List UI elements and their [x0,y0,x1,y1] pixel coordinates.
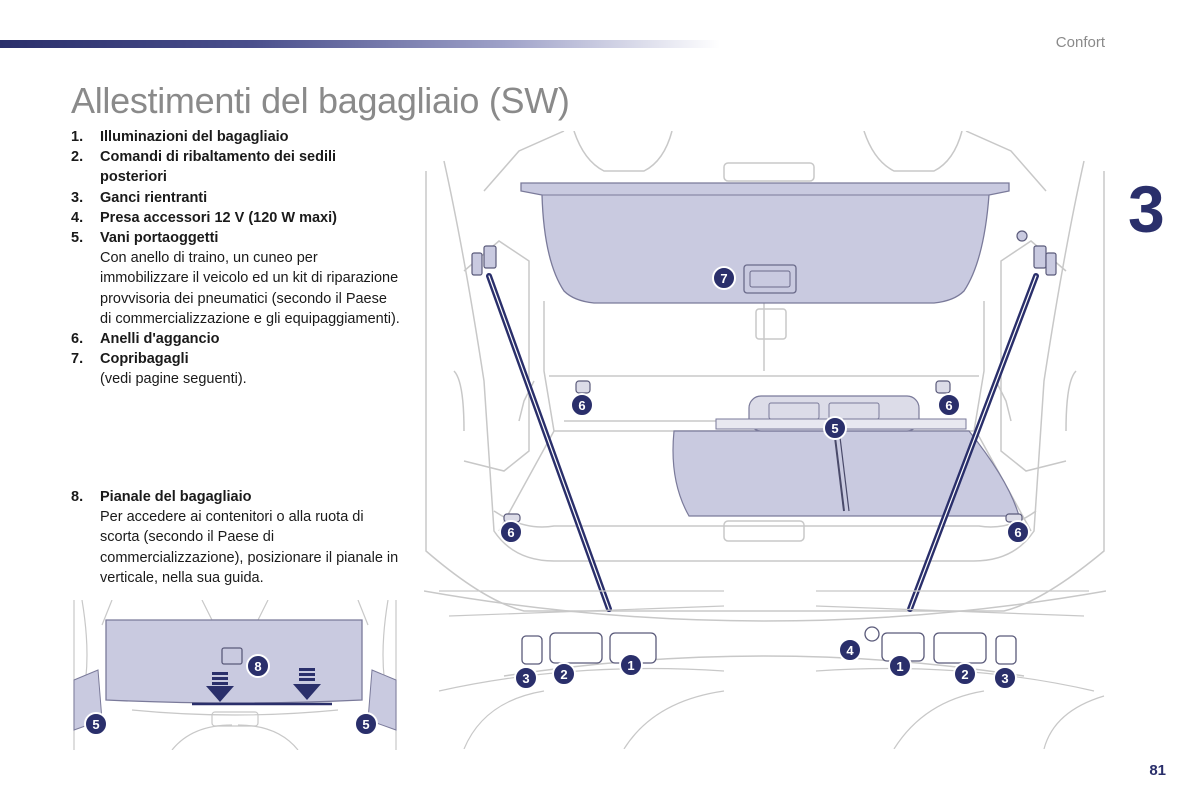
svg-text:1: 1 [627,658,634,673]
item-label: Anelli d'aggancio [100,331,220,348]
item-label: Vani portaoggetti [100,230,219,247]
item-description: Per accedere ai contenitori o alla ruota… [100,509,399,586]
callout-3: 3 [514,666,538,690]
callout-6: 6 [499,520,523,544]
svg-text:7: 7 [720,271,727,286]
svg-text:8: 8 [254,659,261,674]
svg-text:6: 6 [945,398,952,413]
section-label: Confort [1055,34,1105,51]
callout-3: 3 [993,666,1017,690]
list-item: 7. Copribagagli [71,349,401,369]
items-list: 1. Illuminazioni del bagagliaio 2. Coman… [71,127,401,390]
callout-5: 5 [84,712,108,736]
page-title: Allestimenti del bagagliaio (SW) [71,80,570,121]
svg-text:6: 6 [578,398,585,413]
callout-1: 1 [888,654,912,678]
item-label: Copribagagli [100,351,189,368]
item-label: Presa accessori 12 V (120 W maxi) [100,209,337,226]
list-item: 6. Anelli d'aggancio [71,329,401,349]
inset-left [438,590,725,749]
callout-badges-small: 8 5 5 [84,654,378,736]
trunk-illustration: 7 6 6 5 6 6 3 2 1 4 1 2 3 [424,131,1106,749]
callout-5: 5 [354,712,378,736]
down-arrow-icon [206,668,321,702]
floor-panel [73,619,397,731]
callout-6: 6 [937,393,961,417]
callout-2: 2 [552,662,576,686]
callout-6: 6 [1006,520,1030,544]
svg-text:2: 2 [560,667,567,682]
svg-text:2: 2 [961,667,968,682]
item-description: (vedi pagine seguenti). [100,371,247,388]
item-description: Con anello di traino, un cuneo per immob… [100,250,400,327]
parcel-shelf [520,182,1010,304]
list-item: 5. Vani portaoggetti [71,228,401,248]
floor-panel-illustration: 8 5 5 [73,600,397,750]
callout-4: 4 [838,638,862,662]
item-number: 7. [71,351,84,368]
item-label: Pianale del bagagliaio [100,489,252,505]
list-item: 2. Comandi di ribaltamento dei sedili po… [71,147,401,187]
list-item: 8. Pianale del bagagliaio [71,487,401,507]
inset-switches [521,626,1017,665]
svg-text:3: 3 [522,671,529,686]
svg-text:6: 6 [507,525,514,540]
callout-8: 8 [246,654,270,678]
svg-text:4: 4 [846,643,854,658]
page-number: 81 [1149,762,1166,779]
chapter-number: 3 [1128,172,1165,246]
list-item: 4. Presa accessori 12 V (120 W maxi) [71,208,401,228]
header-gradient-bar [0,40,720,48]
item-label: Illuminazioni del bagagliaio [100,129,289,145]
callout-7: 7 [712,266,736,290]
svg-text:5: 5 [92,717,99,732]
item-number: 5. [71,230,84,247]
callout-6: 6 [570,393,594,417]
svg-text:6: 6 [1014,525,1021,540]
svg-text:5: 5 [831,421,838,436]
item8-block: 8. Pianale del bagagliaio Per accedere a… [71,487,401,588]
svg-text:1: 1 [896,659,903,674]
list-item: 3. Ganci rientranti [71,188,401,208]
side-controls [471,230,1057,276]
item-number: 3. [71,189,84,206]
anchor-rings [503,380,1023,523]
svg-text:3: 3 [1001,671,1008,686]
callout-badges: 7 6 6 5 6 6 3 2 1 4 1 2 3 [499,266,1030,690]
item-label: Comandi di ribaltamento dei sedili poste… [100,149,337,186]
svg-text:5: 5 [362,717,369,732]
item-number: 2. [71,149,84,166]
callout-1: 1 [619,653,643,677]
list-item: 1. Illuminazioni del bagagliaio [71,127,401,147]
item-label: Ganci rientranti [100,189,208,206]
item-number: 4. [71,209,84,226]
callout-5: 5 [823,416,847,440]
item-number: 6. [71,331,84,348]
pointer-lines [486,273,1039,612]
item-number: 8. [71,489,84,505]
item-number: 1. [71,129,84,145]
callout-2: 2 [953,662,977,686]
